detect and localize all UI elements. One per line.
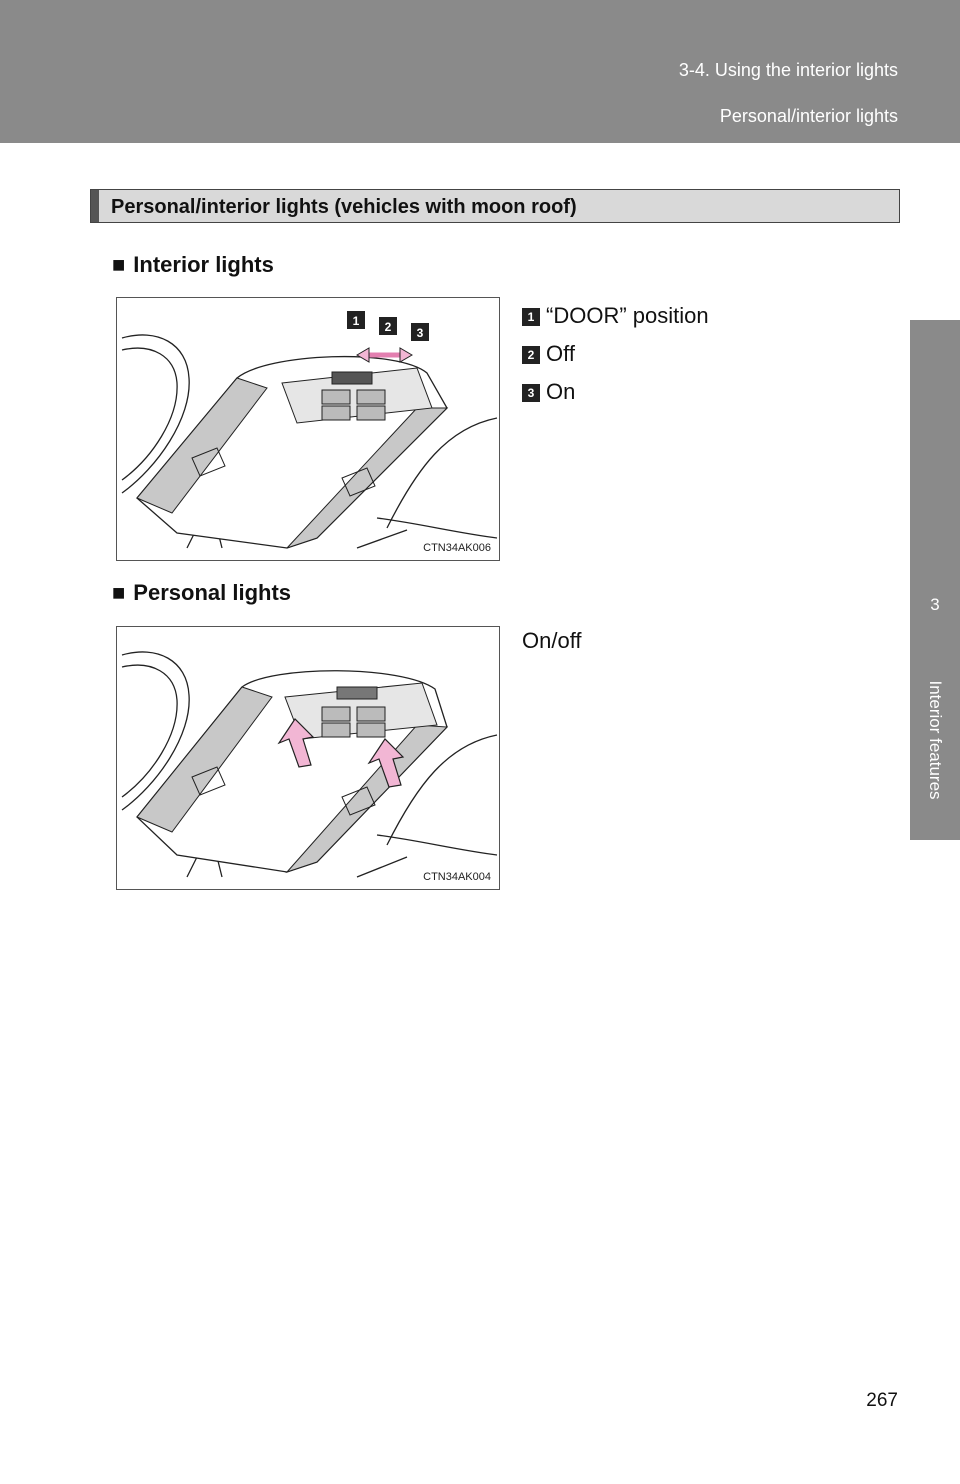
side-tab-label: Interior features	[926, 680, 945, 800]
figure-code: CTN34AK006	[423, 542, 491, 554]
legend-item-door: 1 “DOOR” position	[522, 302, 709, 330]
personal-lights-caption: On/off	[522, 628, 582, 653]
subsection-title: Personal/interior lights	[719, 106, 898, 126]
personal-lights-figure: CTN34AK004	[116, 626, 500, 890]
badge-1-icon: 1	[522, 308, 540, 327]
section-heading: Personal/interior lights (vehicles with …	[90, 189, 900, 223]
bullet-square-icon: ■	[112, 580, 126, 605]
legend-label-on: On	[546, 379, 576, 404]
interior-lights-title: Interior lights	[133, 252, 274, 277]
page-header: 3-4. Using the interior lights Personal/…	[0, 0, 960, 143]
figure-badge-2: 2	[385, 320, 392, 334]
legend-label-door: “DOOR” position	[546, 303, 709, 328]
legend-label-off: Off	[546, 341, 575, 366]
badge-3-icon: 3	[522, 384, 540, 403]
interior-lights-illustration: 1 2 3	[121, 311, 498, 549]
figure-badge-1: 1	[353, 314, 360, 328]
figure-code: CTN34AK004	[423, 871, 491, 883]
personal-lights-illustration	[121, 651, 498, 878]
side-tab-number-box: 3	[910, 320, 960, 640]
side-tab-number: 3	[930, 595, 940, 614]
badge-2-icon: 2	[522, 346, 540, 365]
legend-item-on: 3 On	[522, 378, 575, 406]
press-arrow-left-icon	[277, 718, 315, 768]
side-tab-label-box: Interior features	[910, 640, 960, 840]
personal-lights-heading: ■ Personal lights	[112, 580, 291, 606]
press-arrow-right-icon	[367, 738, 405, 788]
interior-lights-figure: 1 2 3 CTN34AK006	[116, 297, 500, 561]
page-number: 267	[866, 1390, 898, 1411]
chapter-side-tab: 3 Interior features	[910, 320, 960, 840]
bullet-square-icon: ■	[112, 252, 126, 277]
section-heading-bar	[91, 190, 99, 222]
interior-lights-heading: ■ Interior lights	[112, 252, 274, 278]
personal-lights-title: Personal lights	[133, 580, 292, 605]
section-title: Personal/interior lights (vehicles with …	[111, 196, 577, 218]
legend-item-off: 2 Off	[522, 340, 575, 368]
figure-badge-3: 3	[417, 326, 424, 340]
chapter-title: 3-4. Using the interior lights	[678, 60, 898, 80]
